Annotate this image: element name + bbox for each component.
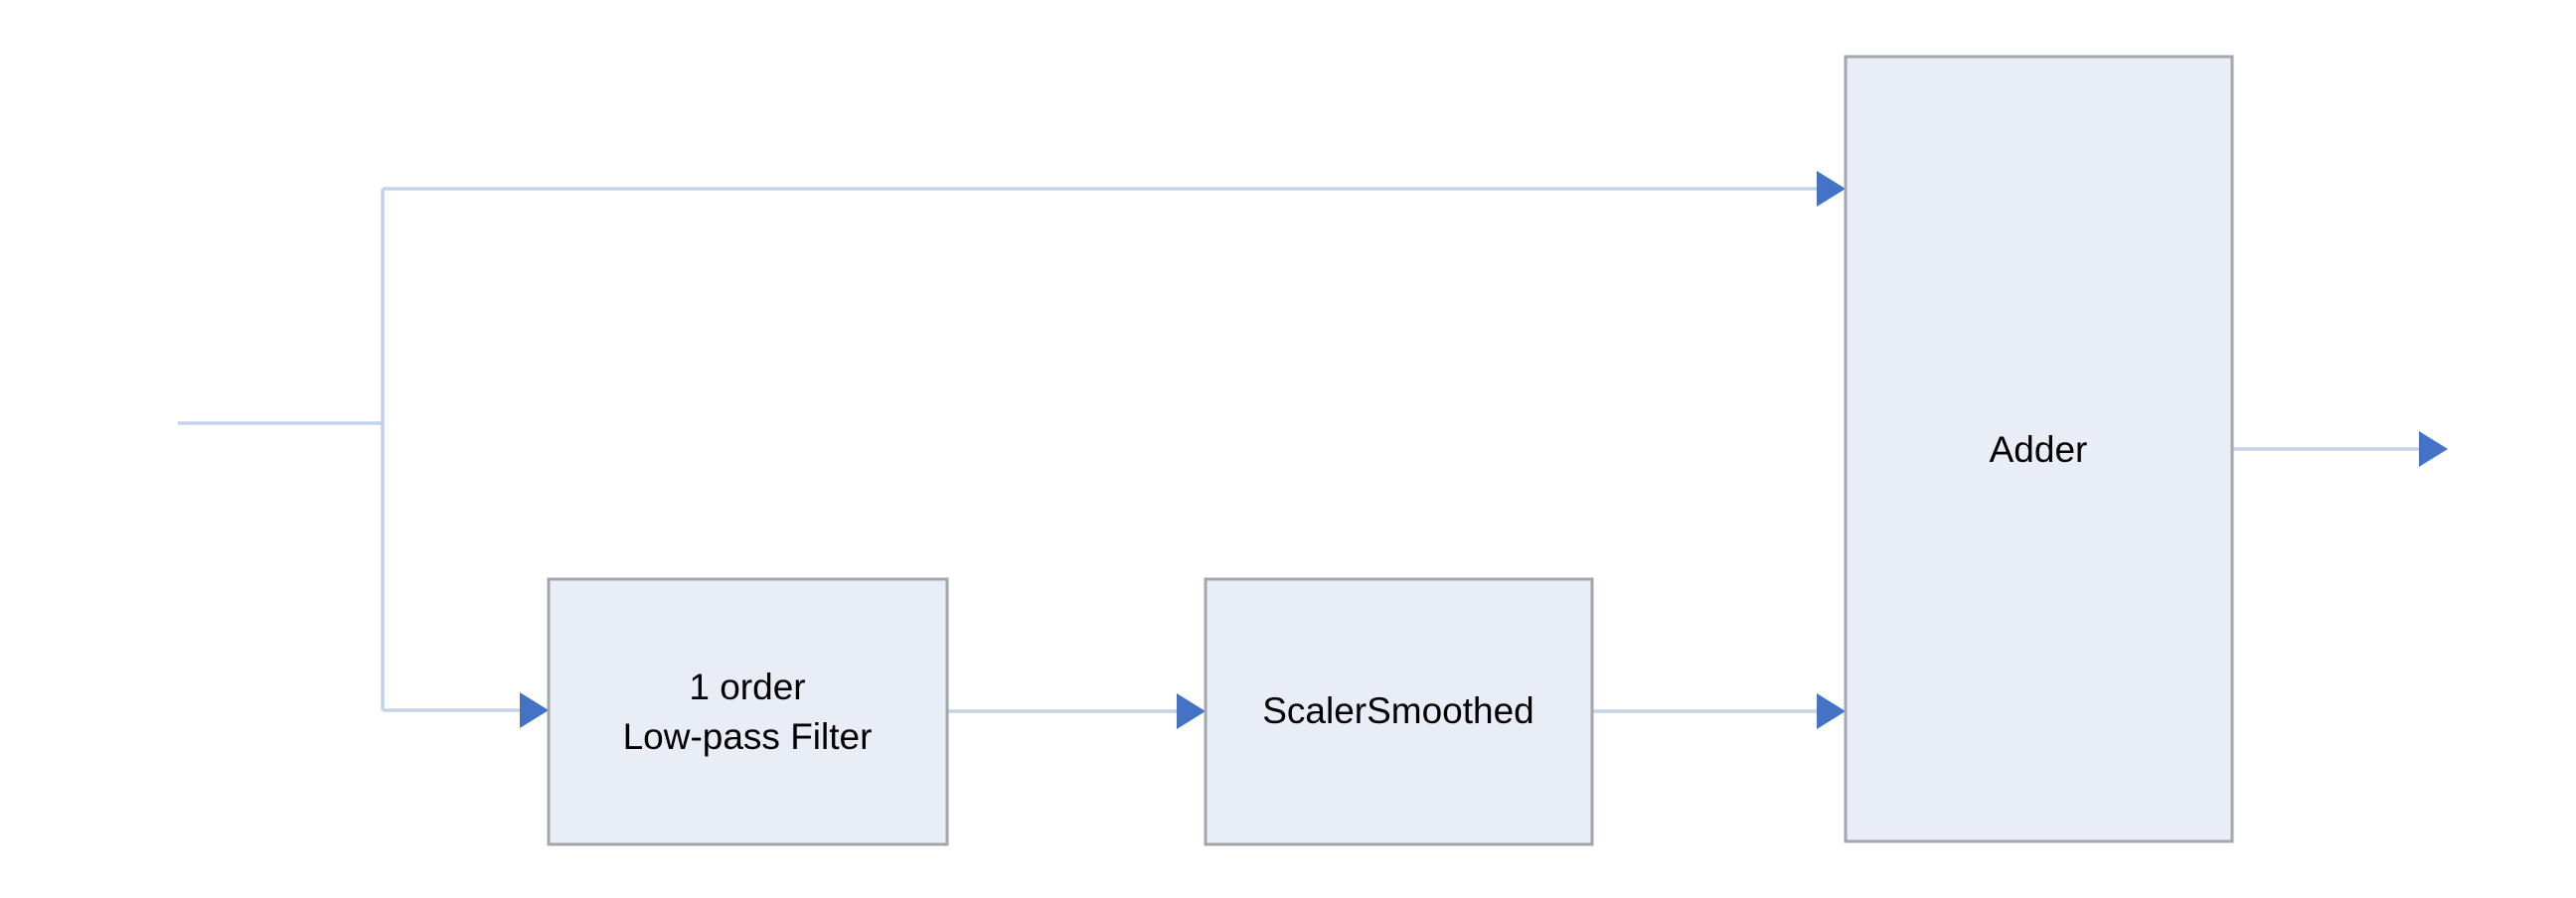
block-lowpass-filter-rect[interactable] — [547, 577, 949, 846]
block-scaler-smoothed[interactable]: ScalerSmoothed — [1204, 577, 1594, 846]
block-lowpass-filter-label-line2: Low-pass Filter — [623, 716, 873, 757]
arrowhead-bypass-to-adder — [1817, 171, 1846, 207]
block-lowpass-filter[interactable]: 1 order Low-pass Filter — [547, 577, 949, 846]
arrowhead-scaler-to-adder — [1817, 693, 1846, 729]
arrowhead-output — [2419, 431, 2448, 467]
arrowhead-to-lowpass-filter — [520, 692, 549, 728]
block-adder[interactable]: Adder — [1844, 55, 2234, 843]
block-lowpass-filter-label-line1: 1 order — [689, 667, 805, 707]
block-adder-label: Adder — [1990, 429, 2088, 470]
block-scaler-smoothed-rect[interactable] — [1204, 577, 1594, 846]
arrowhead-to-scaler-smoothed — [1177, 693, 1206, 729]
block-scaler-smoothed-label: ScalerSmoothed — [1262, 690, 1534, 731]
block-adder-rect[interactable] — [1844, 55, 2234, 843]
